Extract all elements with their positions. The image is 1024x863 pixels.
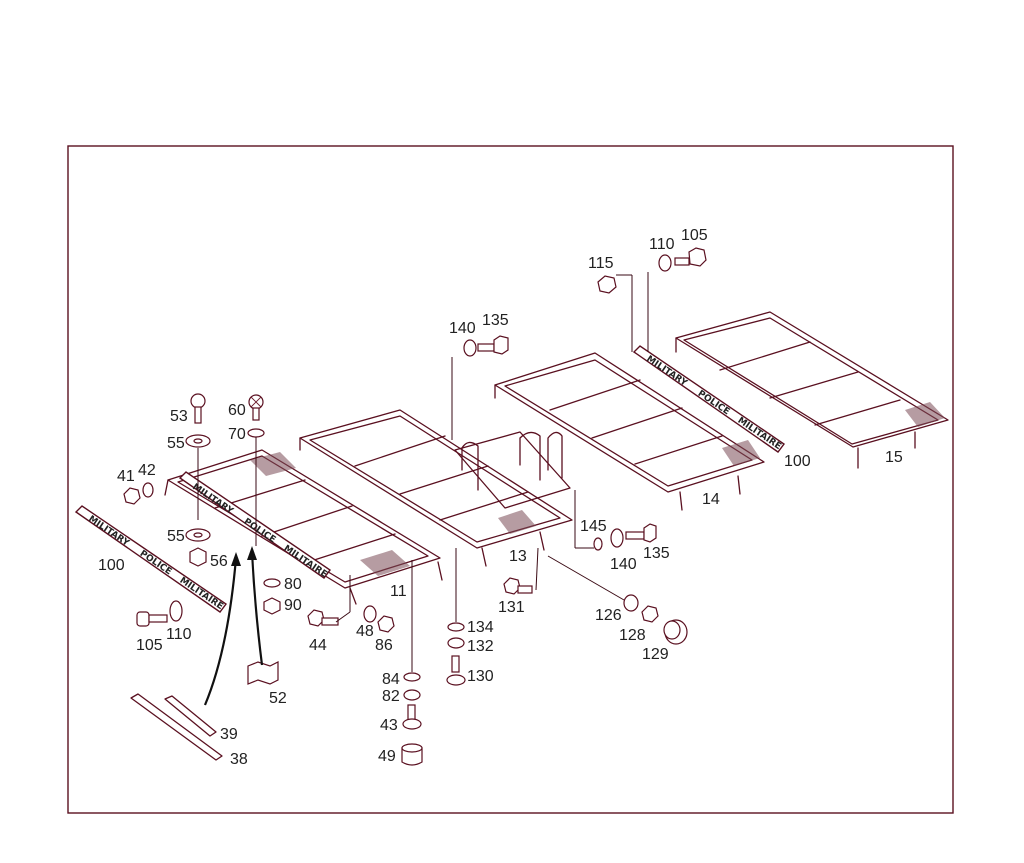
bolt-135-right[interactable] <box>625 523 657 543</box>
label-128: 128 <box>619 627 646 644</box>
bolt-44[interactable] <box>307 609 339 627</box>
roof-rack-section-14[interactable] <box>494 352 765 511</box>
label-52: 52 <box>269 690 287 707</box>
insert-arrow-2 <box>250 551 264 666</box>
label-53: 53 <box>170 408 188 425</box>
label-44: 44 <box>309 637 327 654</box>
label-13: 13 <box>509 548 527 565</box>
label-100-right: 100 <box>784 453 811 470</box>
label-126: 126 <box>595 607 622 624</box>
label-80: 80 <box>284 576 302 593</box>
label-42: 42 <box>138 462 156 479</box>
label-86: 86 <box>375 637 393 654</box>
label-115: 115 <box>588 255 614 272</box>
label-55-bottom: 55 <box>167 528 185 545</box>
nut-41[interactable] <box>123 487 141 505</box>
washer-82[interactable] <box>403 689 421 701</box>
bolt-135-top[interactable] <box>477 335 509 355</box>
washer-134[interactable] <box>447 622 465 632</box>
washer-55-bottom[interactable] <box>185 528 211 542</box>
washer-80[interactable] <box>263 578 281 588</box>
part-number-labels: 53 60 70 55 41 42 55 56 100 80 90 11 105… <box>98 227 903 768</box>
leader-126 <box>547 555 625 601</box>
clip-52[interactable] <box>247 661 279 685</box>
label-145: 145 <box>580 518 607 535</box>
nut-56[interactable] <box>189 547 207 567</box>
label-105-right: 105 <box>681 227 708 244</box>
arrow-head-1 <box>231 552 241 566</box>
washer-110-right[interactable] <box>658 254 672 272</box>
label-105-left: 105 <box>136 637 163 654</box>
label-11: 11 <box>390 583 407 600</box>
label-129: 129 <box>642 646 669 663</box>
nut-115[interactable] <box>597 275 617 294</box>
arrow-head-2 <box>247 546 257 560</box>
cap-129[interactable] <box>663 619 688 645</box>
washer-140-right[interactable] <box>610 528 624 548</box>
label-90: 90 <box>284 597 302 614</box>
bolt-53[interactable] <box>190 393 206 424</box>
label-130: 130 <box>467 668 494 685</box>
label-84: 84 <box>382 671 400 688</box>
label-39: 39 <box>220 726 238 743</box>
roof-rack-section-15[interactable] <box>675 311 949 469</box>
label-60: 60 <box>228 402 246 419</box>
washer-70[interactable] <box>247 428 265 438</box>
strip-38[interactable] <box>130 693 223 761</box>
washer-145[interactable] <box>593 537 603 551</box>
washer-140-top[interactable] <box>463 339 477 357</box>
label-49: 49 <box>378 748 396 765</box>
washer-55-top[interactable] <box>185 434 211 448</box>
label-140-right: 140 <box>610 556 637 573</box>
roof-rack-section-13[interactable] <box>299 409 573 567</box>
label-15: 15 <box>885 449 903 466</box>
bolt-105-right[interactable] <box>674 247 707 267</box>
leader-44 <box>335 611 351 623</box>
bolt-43[interactable] <box>402 704 422 730</box>
label-38: 38 <box>230 751 248 768</box>
nut-128[interactable] <box>641 605 659 623</box>
label-135-right: 135 <box>643 545 670 562</box>
label-70: 70 <box>228 426 246 443</box>
bolt-131[interactable] <box>503 577 533 595</box>
label-140-top: 140 <box>449 320 476 337</box>
label-14: 14 <box>702 491 720 508</box>
label-55-top: 55 <box>167 435 185 452</box>
label-132: 132 <box>467 638 494 655</box>
label-134: 134 <box>467 619 494 636</box>
washer-48[interactable] <box>363 605 377 623</box>
label-48: 48 <box>356 623 374 640</box>
washer-126[interactable] <box>623 594 639 612</box>
label-110-left: 110 <box>166 626 192 643</box>
label-100-left: 100 <box>98 557 125 574</box>
label-43: 43 <box>380 717 398 734</box>
cap-49[interactable] <box>401 743 423 766</box>
label-56: 56 <box>210 553 228 570</box>
bolt-60[interactable] <box>248 394 264 421</box>
leader-131 <box>535 547 539 591</box>
washer-132[interactable] <box>447 637 465 649</box>
label-41: 41 <box>117 468 135 485</box>
washer-42[interactable] <box>142 482 154 498</box>
insert-arrow-1 <box>203 557 238 706</box>
label-131: 131 <box>498 599 525 616</box>
washer-110-left[interactable] <box>169 600 183 622</box>
label-82: 82 <box>382 688 400 705</box>
bolt-130[interactable] <box>446 655 466 686</box>
bolt-105-left[interactable] <box>136 611 168 627</box>
label-135-top: 135 <box>482 312 509 329</box>
nut-86[interactable] <box>377 615 395 633</box>
diagram-border <box>67 145 954 814</box>
washer-84[interactable] <box>403 672 421 682</box>
strip-39[interactable] <box>164 695 217 737</box>
nut-90[interactable] <box>263 597 281 615</box>
label-110-right: 110 <box>649 236 675 253</box>
